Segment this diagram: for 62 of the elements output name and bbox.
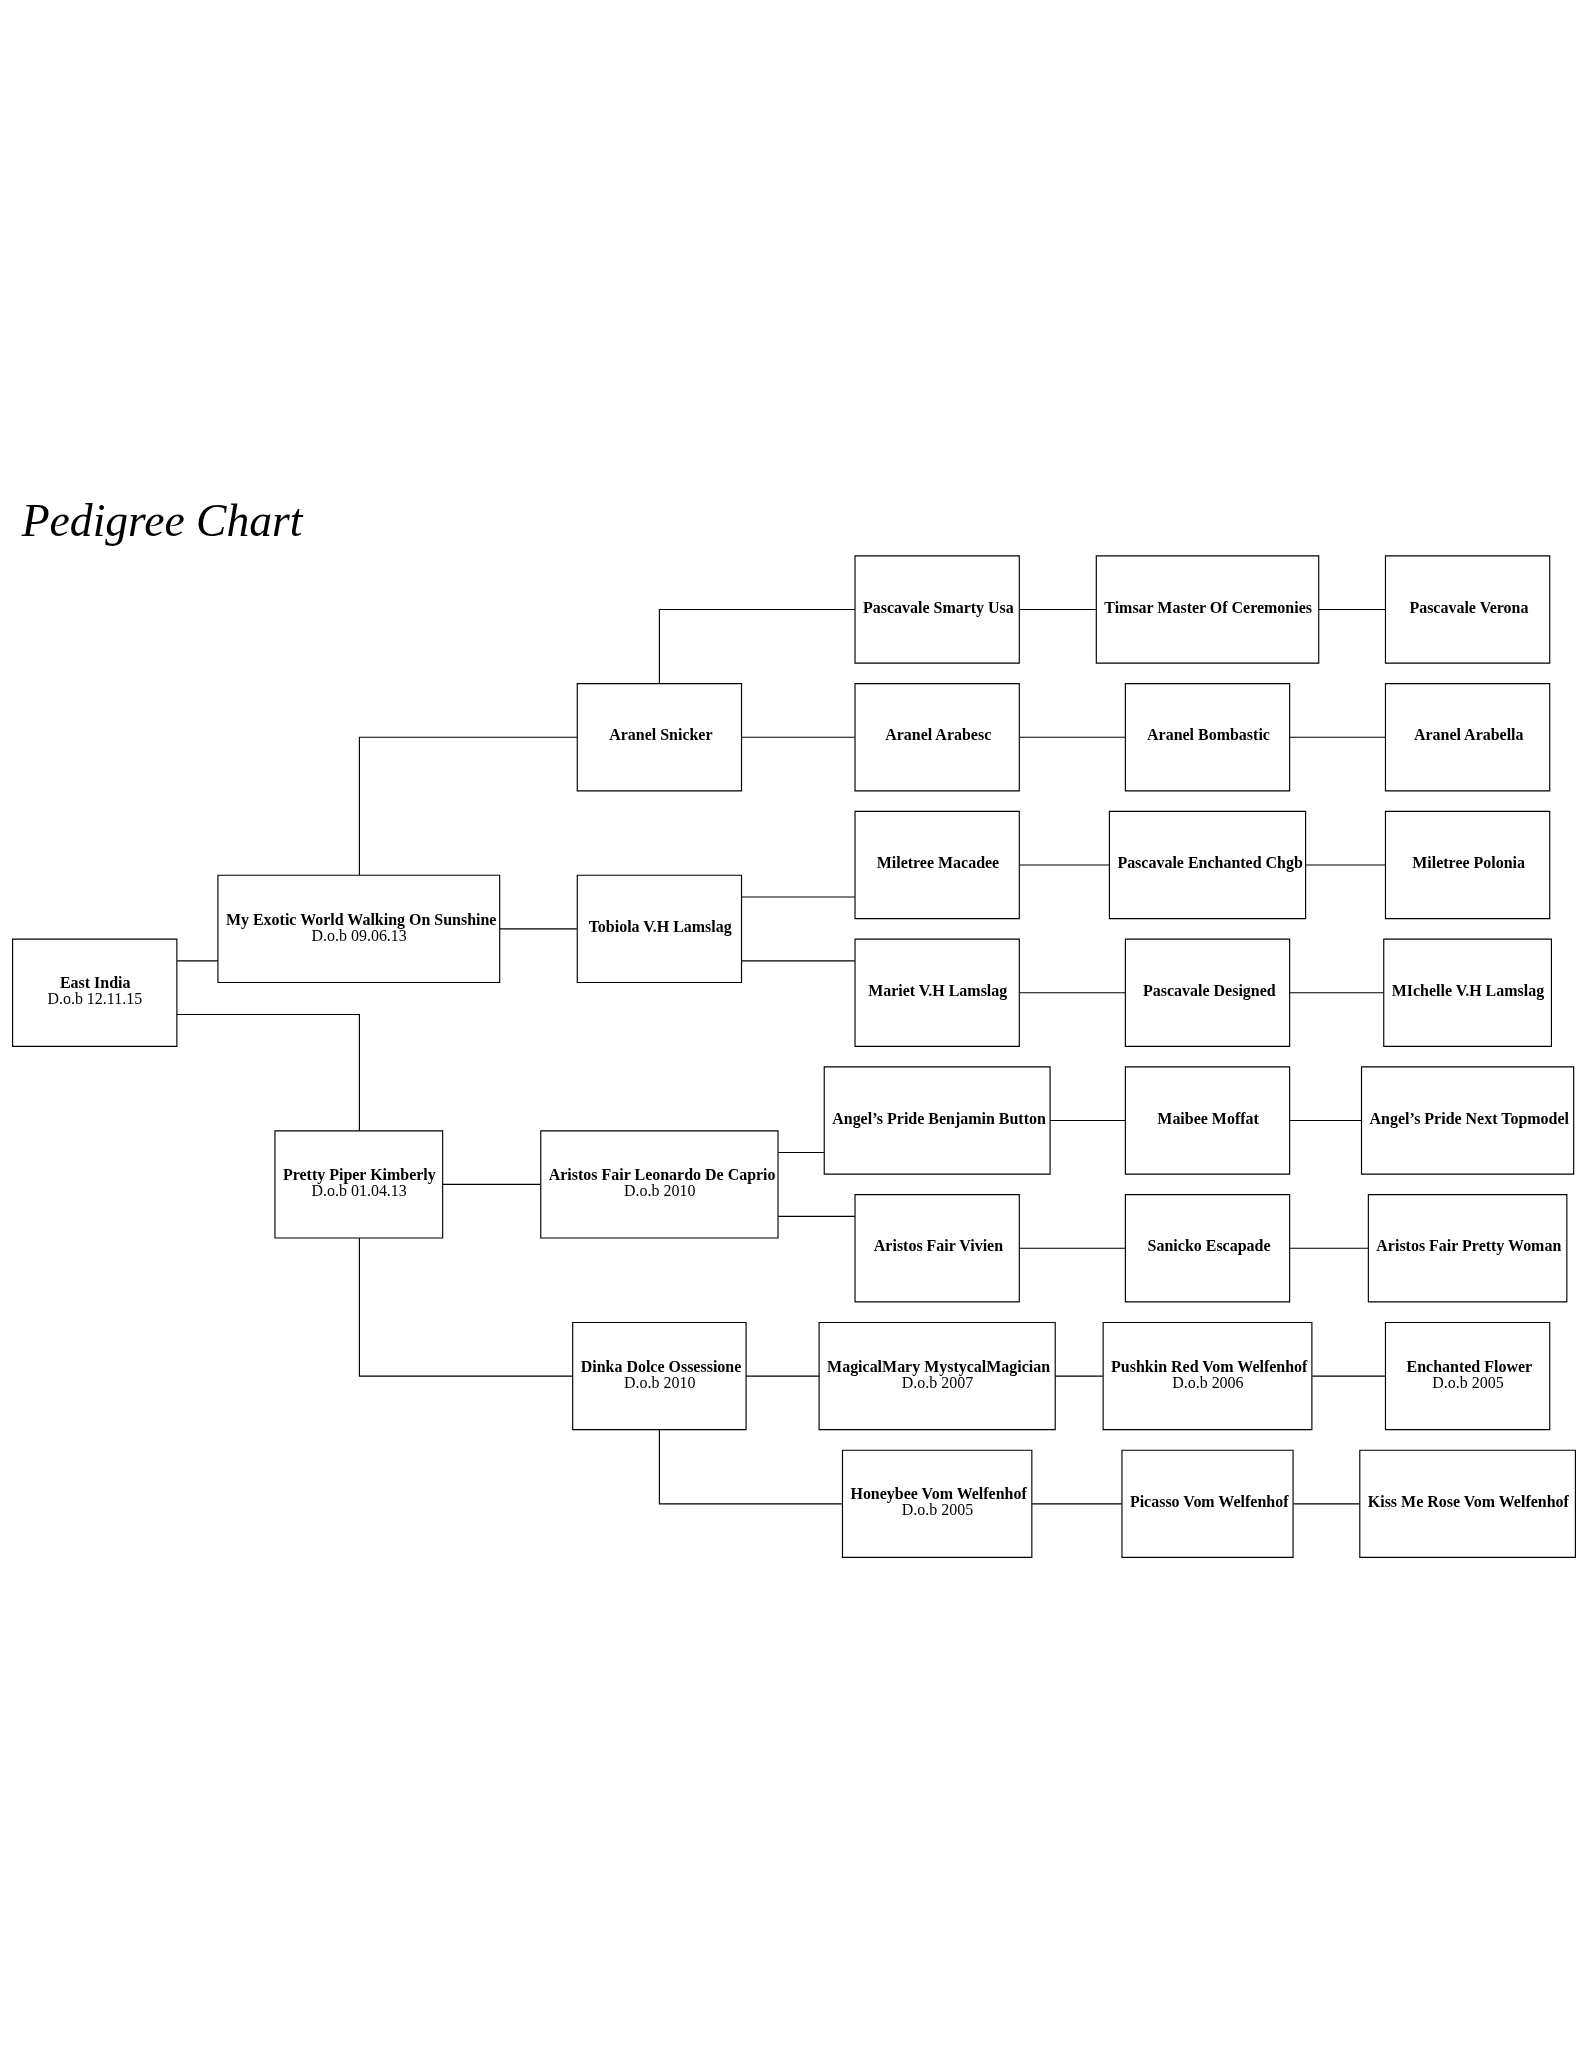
node-box: Timsar Master Of Ceremonies <box>1095 555 1320 664</box>
node-box: Pascavale Designed <box>1124 938 1291 1047</box>
node-box: My Exotic World Walking On Sunshine D.o.b 09.06.13 <box>217 874 501 984</box>
node-box: Kiss Me Rose Vom Welfenhof <box>1359 1449 1576 1558</box>
connector <box>1054 1375 1104 1377</box>
connector <box>1289 1247 1369 1249</box>
connector <box>741 896 856 898</box>
connector <box>1289 992 1385 994</box>
connector <box>777 1215 856 1217</box>
connector <box>1305 864 1386 866</box>
connector <box>741 960 856 962</box>
connector <box>1292 1503 1361 1505</box>
connector <box>1018 864 1110 866</box>
diagram-title: Pedigree Chart <box>21 495 303 547</box>
connector <box>1311 1375 1386 1377</box>
node-box: Honeybee Vom Welfenhof D.o.b 2005 <box>841 1449 1033 1558</box>
node-box: Angel’s Pride Next Topmodel <box>1360 1066 1575 1175</box>
connector <box>777 1151 825 1154</box>
connector <box>741 736 856 738</box>
connector <box>1049 1119 1126 1122</box>
node-box: Enchanted Flower D.o.b 2005 <box>1384 1321 1551 1431</box>
node-box: Pascavale Verona <box>1384 555 1551 664</box>
node-box: Aranel Arabesc <box>854 683 1020 792</box>
node-box: Aristos Fair Pretty Woman <box>1367 1194 1568 1303</box>
node-box: MIchelle V.H Lamslag <box>1383 938 1552 1047</box>
connector <box>176 960 219 962</box>
node-box: Angel’s Pride Benjamin Button <box>823 1066 1051 1175</box>
node-box: Pascavale Smarty Usa <box>854 555 1020 664</box>
node-box: Pascavale Enchanted Chgb <box>1108 810 1307 920</box>
node-box: Tobiola V.H Lamslag <box>576 874 743 984</box>
node-box: Miletree Macadee <box>854 810 1020 920</box>
connector <box>1289 736 1386 738</box>
node-box: Pushkin Red Vom Welfenhof D.o.b 2006 <box>1102 1321 1313 1431</box>
connector <box>358 736 578 876</box>
node-box: Picasso Vom Welfenhof <box>1121 1449 1294 1558</box>
connector <box>176 1013 360 1132</box>
node-box: Aranel Bombastic <box>1124 683 1291 792</box>
connector <box>1318 608 1386 611</box>
connector <box>745 1375 820 1377</box>
node-box: Mariet V.H Lamslag <box>854 938 1020 1047</box>
node-box: Pretty Piper Kimberly D.o.b 01.04.13 <box>274 1130 444 1239</box>
node-box: Sanicko Escapade <box>1124 1194 1291 1303</box>
connector <box>1031 1503 1123 1505</box>
node-box: Aristos Fair Vivien <box>854 1194 1020 1303</box>
connector <box>658 1429 843 1505</box>
node-box: MagicalMary MystycalMagician D.o.b 2007 <box>818 1321 1056 1431</box>
node-box: East India D.o.b 12.11.15 <box>12 938 178 1047</box>
node-box: Aranel Snicker <box>576 683 743 792</box>
connector <box>1289 1119 1362 1122</box>
node-box: Miletree Polonia <box>1384 810 1551 920</box>
node-box: Dinka Dolce Ossessione D.o.b 2010 <box>572 1321 747 1431</box>
connector <box>1018 608 1097 611</box>
connector <box>1018 992 1126 994</box>
connector <box>658 608 856 685</box>
node-box: Aristos Fair Leonardo De Caprio D.o.b 2010 <box>540 1130 779 1239</box>
connector <box>499 928 578 930</box>
node-box: Maibee Moffat <box>1124 1066 1291 1175</box>
node-box: Aranel Arabella <box>1384 683 1551 792</box>
connector <box>1018 1247 1126 1249</box>
connector <box>1018 736 1126 738</box>
connector <box>442 1183 542 1185</box>
connector <box>358 1237 574 1377</box>
